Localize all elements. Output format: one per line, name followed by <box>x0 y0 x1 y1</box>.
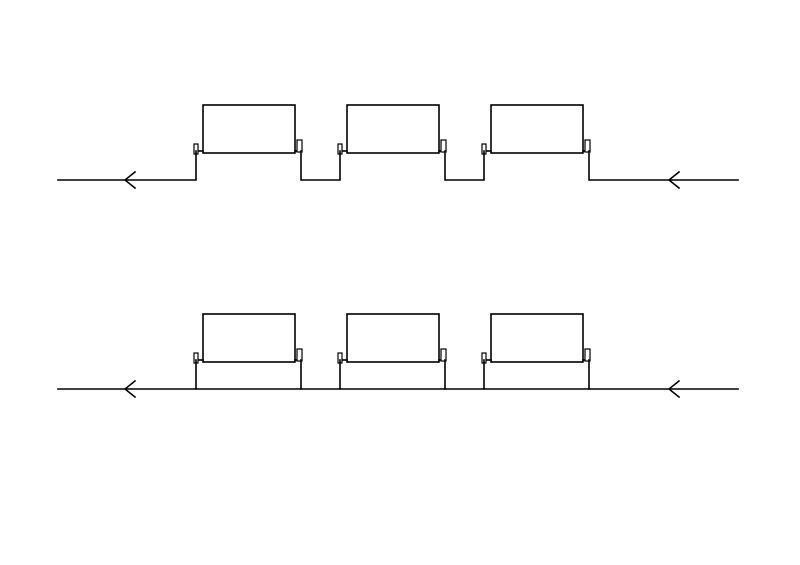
radiator-2 <box>346 313 440 363</box>
lockshield-valve-icon <box>584 139 591 153</box>
lockshield-valve-icon <box>296 348 303 362</box>
radiator-1 <box>202 313 296 363</box>
lockshield-valve-icon <box>440 139 447 153</box>
flow-arrow-icon <box>667 379 681 399</box>
lockshield-valve-icon <box>584 348 591 362</box>
series-pipe <box>57 150 739 181</box>
flow-arrow-icon <box>123 379 137 399</box>
flow-arrow-icon <box>123 170 137 190</box>
radiator-2 <box>346 104 440 154</box>
lockshield-valve-icon <box>296 139 303 153</box>
parallel-piping-system <box>57 313 739 399</box>
lockshield-valve-icon <box>440 348 447 362</box>
radiator-1 <box>202 104 296 154</box>
radiator-3 <box>490 313 584 363</box>
radiator-3 <box>490 104 584 154</box>
flow-arrow-icon <box>667 170 681 190</box>
series-piping-system <box>57 104 739 190</box>
